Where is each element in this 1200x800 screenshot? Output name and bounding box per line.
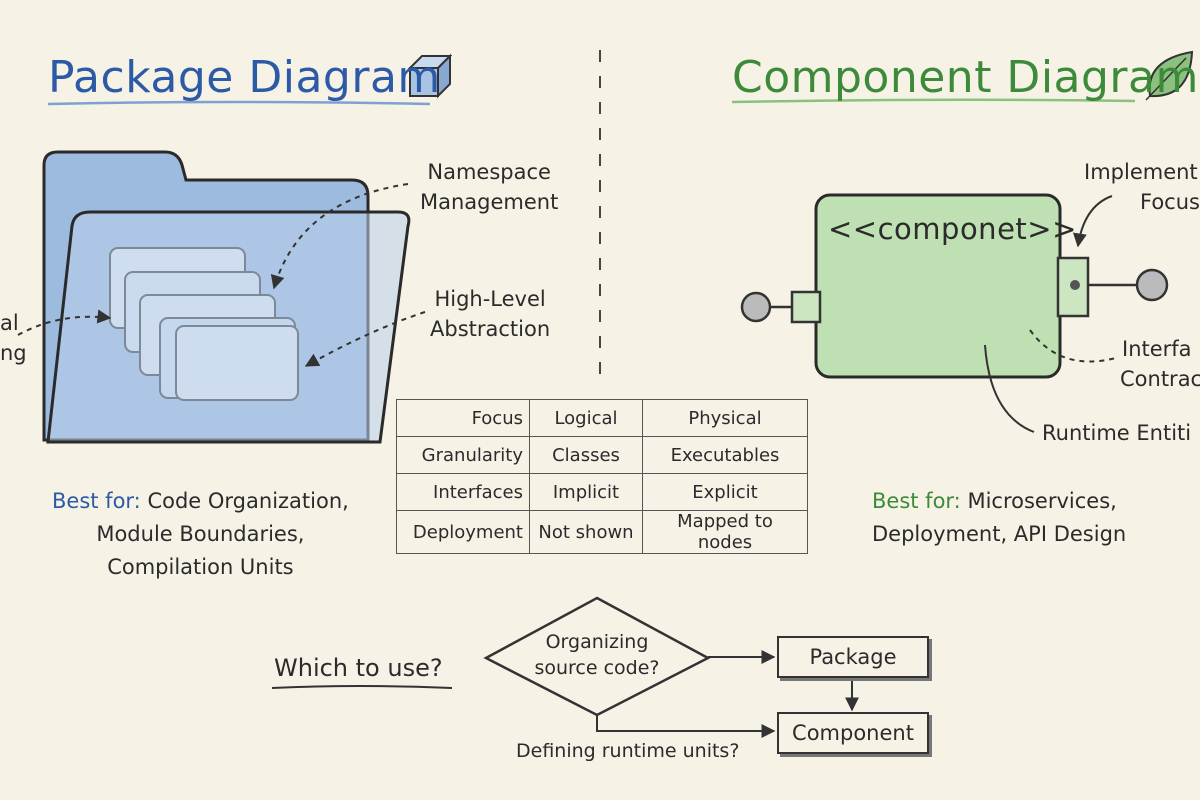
table-row: Focus Logical Physical: [396, 399, 808, 437]
component-stereotype: <<componet>>: [828, 212, 1077, 246]
package-box: Package: [777, 636, 929, 678]
component-flow-box: Component: [777, 712, 929, 754]
namespace-label-line1: Namespace: [427, 160, 551, 184]
interface-label-line1: Interfa: [1122, 337, 1192, 361]
interface-label: Interfa Contrac: [1120, 334, 1200, 394]
table-cell: Not shown: [529, 510, 643, 554]
component-best-for: Best for: Microservices, Deployment, API…: [872, 485, 1126, 551]
table-cell: Deployment: [396, 510, 530, 554]
leaf-icon: [1145, 50, 1194, 101]
package-best-for-item: Code Organization,: [147, 489, 349, 513]
implementation-label: Implement Focus: [1084, 157, 1200, 217]
component-best-for-item: Microservices,: [967, 489, 1117, 513]
interface-label-line2: Contrac: [1120, 367, 1200, 391]
table-row: Granularity Classes Executables: [396, 436, 808, 474]
component-best-for-item: Deployment, API Design: [872, 522, 1127, 546]
abstraction-label-line1: High-Level: [434, 287, 546, 311]
table-cell: Implicit: [529, 473, 643, 511]
table-cell: Classes: [529, 436, 643, 474]
package-title-underline: [47, 100, 431, 106]
table-row: Deployment Not shown Mapped to nodes: [396, 510, 808, 554]
table-cell: Interfaces: [396, 473, 530, 511]
decision-text-line1: Organizing: [545, 631, 649, 653]
decision-text-line2: source code?: [534, 657, 660, 679]
package-best-for: Best for: Code Organization, Module Boun…: [52, 485, 349, 584]
implementation-arrow: [1072, 195, 1113, 248]
table-cell: Mapped to nodes: [642, 510, 808, 554]
namespace-label-line2: Management: [420, 190, 559, 214]
folder-icon: [42, 150, 411, 444]
implementation-label-line1: Implement: [1084, 160, 1198, 184]
abstraction-arrow: [304, 311, 426, 367]
component-box: [740, 193, 1169, 379]
runtime-connector: [984, 344, 1035, 433]
implementation-label-line2: Focus: [1140, 190, 1200, 214]
table-row: Interfaces Implicit Explicit: [396, 473, 808, 511]
table-cell: Executables: [642, 436, 808, 474]
package-best-for-label: Best for:: [52, 489, 141, 513]
no-branch-label: Defining runtime units?: [516, 740, 740, 762]
no-arrow: [596, 715, 776, 738]
table-cell: Explicit: [642, 473, 808, 511]
left-cutoff-line2: ng: [0, 341, 27, 365]
interface-connector: [1029, 329, 1117, 363]
table-cell: Logical: [529, 399, 643, 437]
which-underline: [271, 685, 453, 689]
package-best-for-item: Module Boundaries,: [96, 522, 305, 546]
table-cell: Focus: [396, 399, 530, 437]
comparison-table: Focus Logical Physical Granularity Class…: [396, 399, 808, 554]
which-to-use-label: Which to use?: [274, 654, 443, 682]
cube-icon: [407, 53, 453, 99]
component-title: Component Diagram: [732, 52, 1199, 103]
decision-text: Organizing source code?: [518, 629, 676, 681]
left-cutoff-line1: al: [0, 311, 19, 335]
abstraction-label-line2: Abstraction: [430, 317, 551, 341]
namespace-arrow: [270, 183, 409, 290]
package-best-for-item: Compilation Units: [107, 555, 294, 579]
runtime-label: Runtime Entiti: [1042, 421, 1192, 445]
table-cell: Granularity: [396, 436, 530, 474]
component-best-for-label: Best for:: [872, 489, 961, 513]
namespace-label: Namespace Management: [420, 157, 558, 217]
component-title-underline: [731, 98, 1136, 104]
abstraction-label: High-Level Abstraction: [430, 284, 550, 344]
package-title: Package Diagram: [48, 52, 441, 103]
table-cell: Physical: [642, 399, 808, 437]
left-cutoff-label: al ng: [0, 308, 27, 368]
